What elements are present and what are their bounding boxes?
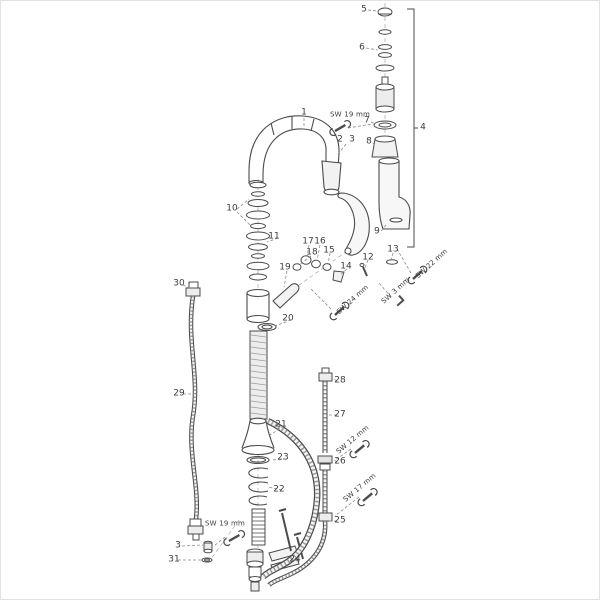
part-callout-16: 16 xyxy=(314,236,326,247)
tool-size-label-sw19-bottom: SW 19 mm xyxy=(205,519,245,528)
part-callout-25: 25 xyxy=(334,515,346,526)
part-callout-28: 28 xyxy=(334,375,346,386)
part-callout-20: 20 xyxy=(282,313,294,324)
part-callout-2: 2 xyxy=(337,134,343,145)
escutcheon xyxy=(241,417,275,456)
hose-end-connector xyxy=(246,548,264,592)
part-callout-10: 10 xyxy=(226,203,238,214)
leader-lines xyxy=(178,9,412,562)
exploded-seal-rings xyxy=(246,181,270,281)
part-callout-15: 15 xyxy=(323,245,335,256)
spray-head xyxy=(321,160,342,196)
part-callout-29: 29 xyxy=(173,388,185,399)
part-callout-13: 13 xyxy=(387,244,399,255)
part-callout-8: 8 xyxy=(366,136,372,147)
threaded-shank xyxy=(251,508,266,546)
tool-size-label-sw22: SW 22 mm xyxy=(414,247,450,280)
right-supply-hose xyxy=(267,367,333,587)
part-callout-19: 19 xyxy=(279,262,291,273)
part-callout-1: 1 xyxy=(301,107,307,118)
part-callout-12: 12 xyxy=(362,252,374,263)
left-supply-hose xyxy=(185,281,204,541)
part-callout-18: 18 xyxy=(306,247,318,258)
part-callout-23: 23 xyxy=(277,452,289,463)
tool-size-label-sw19-top: SW 19 mm xyxy=(330,110,370,119)
part-callout-22: 22 xyxy=(273,484,285,495)
part-callout-11: 11 xyxy=(268,231,280,242)
part-callout-27: 27 xyxy=(334,409,346,420)
pullout-hose xyxy=(260,418,321,580)
valve-body xyxy=(378,157,411,230)
bottom-left-parts xyxy=(201,540,213,563)
handle-lever xyxy=(337,192,370,256)
part-callout-24: 24 xyxy=(289,554,301,565)
part-callout-4: 4 xyxy=(420,122,426,133)
part-callout-5: 5 xyxy=(361,4,367,15)
part-callout-21: 21 xyxy=(275,419,287,430)
part-callout-6: 6 xyxy=(359,42,365,53)
mixer-body xyxy=(246,283,300,332)
part-callout-3-bottom: 3 xyxy=(175,540,181,551)
clip-rings xyxy=(246,455,270,506)
tool-size-label-sw12: SW 12 mm xyxy=(334,423,371,456)
cartridge-stack xyxy=(371,7,399,158)
tool-size-label-sw3: SW 3 mm xyxy=(379,275,412,306)
tool-size-label-sw24: SW 24 mm xyxy=(335,283,371,316)
part-callout-31: 31 xyxy=(168,554,180,565)
part-callout-26: 26 xyxy=(334,456,346,467)
part-callout-30: 30 xyxy=(173,278,185,289)
part-callout-14: 14 xyxy=(340,261,352,272)
part-callout-9: 9 xyxy=(374,226,380,237)
part-callout-7: 7 xyxy=(364,115,370,126)
group-bracket-4 xyxy=(407,8,418,248)
tool-size-label-sw17: SW 17 mm xyxy=(341,471,378,504)
part-callout-17: 17 xyxy=(302,236,314,247)
part-callout-3-top: 3 xyxy=(349,134,355,145)
